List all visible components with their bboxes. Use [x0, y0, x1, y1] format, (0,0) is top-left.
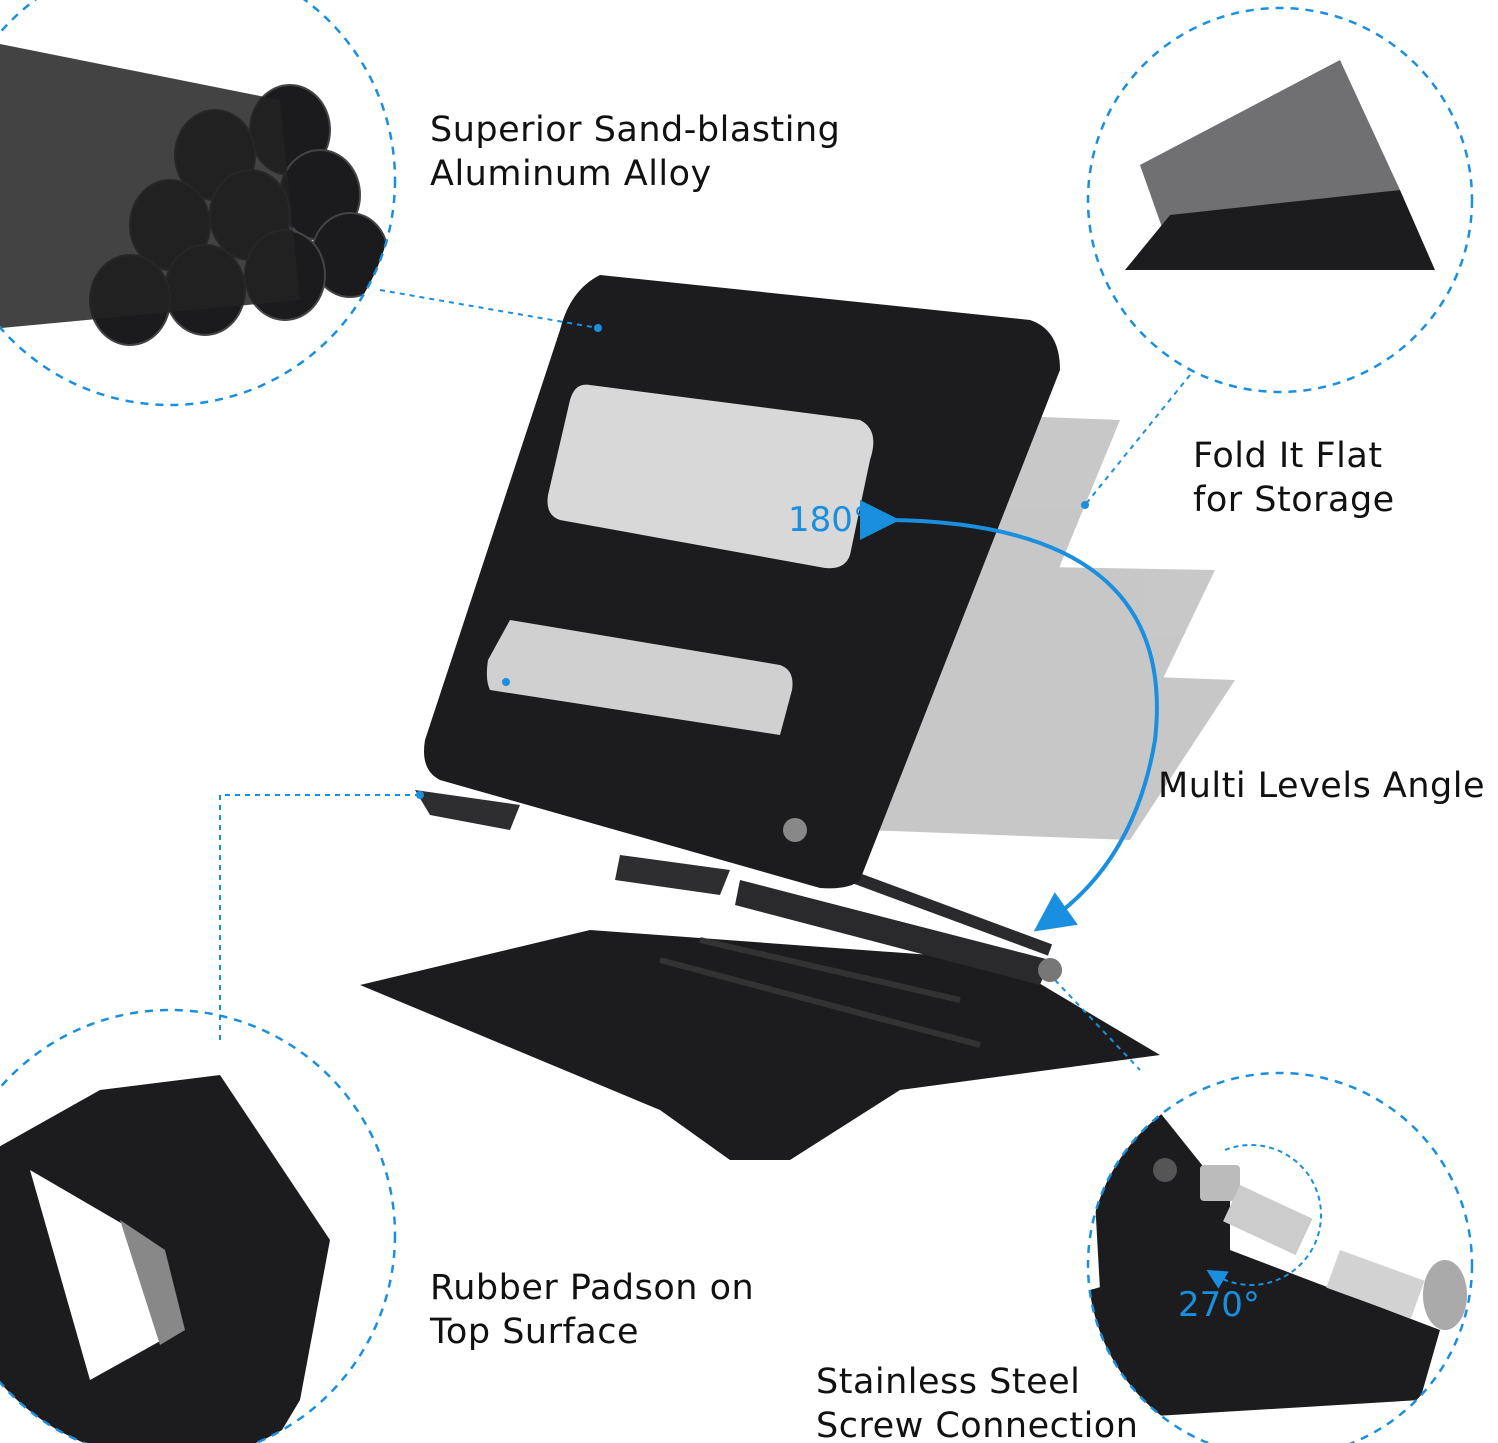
- feature-material: Superior Sand-blasting Aluminum Alloy: [430, 108, 840, 196]
- angle-arc: [859, 499, 1159, 932]
- tilt-angle-label: 180°: [788, 500, 870, 540]
- folded-stand-detail: [1125, 60, 1435, 270]
- feature-line: Aluminum Alloy: [430, 154, 712, 194]
- feature-foldable: Fold It Flat for Storage: [1193, 434, 1395, 522]
- feature-line: Top Surface: [430, 1312, 640, 1352]
- feature-line: Stainless Steel: [816, 1362, 1081, 1402]
- feature-line: Multi Levels Angle: [1158, 766, 1486, 806]
- screw-angle-label: 270°: [1178, 1285, 1260, 1325]
- dashed-circle: [1086, 6, 1474, 394]
- screw-detail: [1090, 1100, 1467, 1420]
- stand-base: [360, 930, 1160, 1160]
- feature-screw: Stainless Steel Screw Connection: [816, 1360, 1138, 1443]
- dashed-circle: [0, 1008, 397, 1443]
- feature-line: Screw Connection: [816, 1406, 1139, 1443]
- feature-line: Fold It Flat: [1193, 436, 1383, 476]
- dashed-circle: [0, 0, 397, 407]
- leader-lines: [219, 289, 1191, 1071]
- aluminum-rods-detail: [0, 0, 395, 405]
- dashed-circle: [1086, 1071, 1474, 1443]
- rubber-pad-detail: [0, 1075, 330, 1443]
- feature-rubber-pads: Rubber Padson on Top Surface: [430, 1266, 754, 1354]
- feature-line: Superior Sand-blasting: [430, 110, 841, 150]
- feature-line: for Storage: [1193, 480, 1395, 520]
- feature-angle: Multi Levels Angle: [1158, 764, 1485, 808]
- feature-line: Rubber Padson on: [430, 1268, 755, 1308]
